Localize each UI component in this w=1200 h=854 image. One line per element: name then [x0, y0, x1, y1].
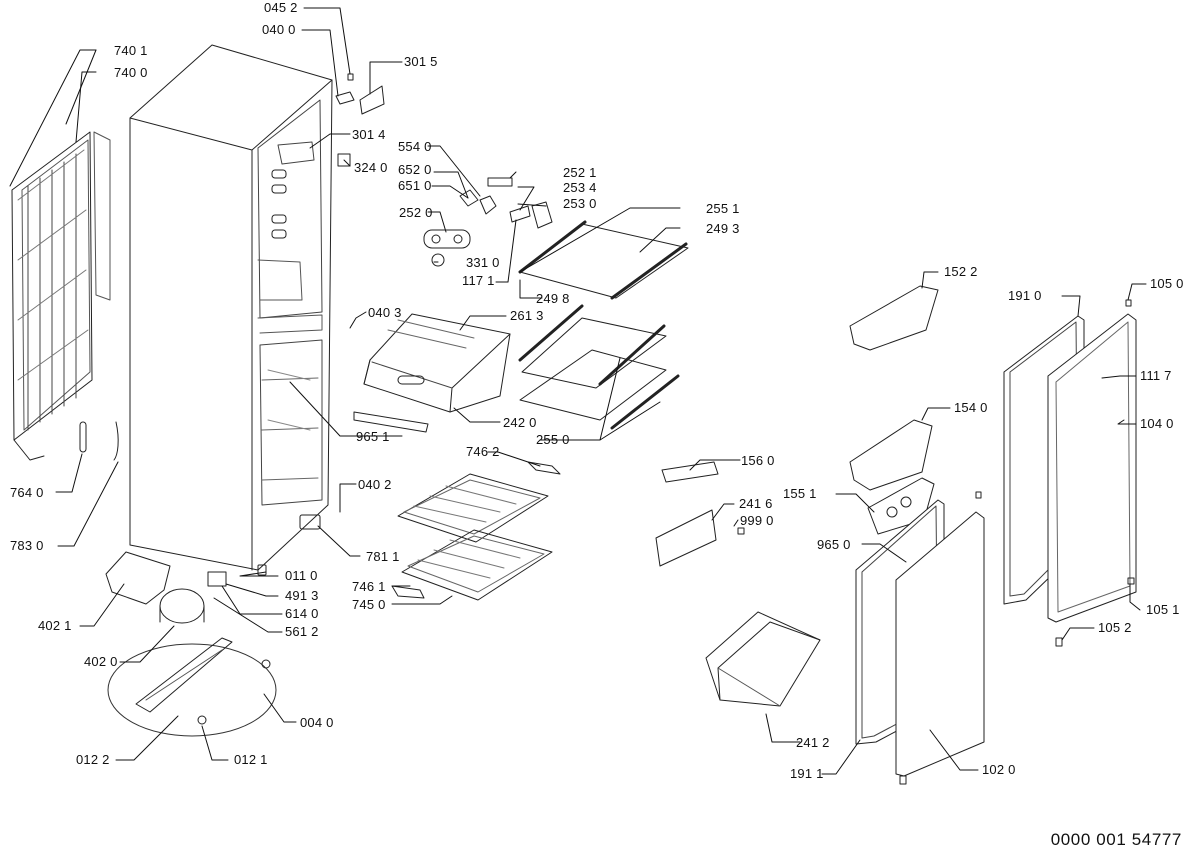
wire-baskets — [391, 461, 561, 601]
coil-clip-part — [79, 421, 119, 461]
door-bins — [849, 285, 939, 535]
callout-104-0: 104 0 — [1140, 416, 1174, 431]
callout-999-0: 999 0 — [740, 513, 774, 528]
callout-746-1: 746 1 — [352, 579, 386, 594]
upper-glass-shelf — [518, 220, 689, 300]
mounting-plate-group — [107, 637, 277, 737]
callout-554-0: 554 0 — [398, 139, 432, 154]
leader-lines — [9, 7, 1147, 775]
callout-255-0: 255 0 — [536, 432, 570, 447]
callout-252-1: 252 1 — [563, 165, 597, 180]
callout-740-1: 740 1 — [114, 43, 148, 58]
callout-402-0: 402 0 — [84, 654, 118, 669]
callout-191-1: 191 1 — [790, 766, 824, 781]
callout-105-0: 105 0 — [1150, 276, 1184, 291]
callout-156-0: 156 0 — [741, 453, 775, 468]
lower-door — [855, 499, 985, 777]
callout-040-2: 040 2 — [358, 477, 392, 492]
callout-154-0: 154 0 — [954, 400, 988, 415]
callout-781-1: 781 1 — [366, 549, 400, 564]
callout-745-0: 745 0 — [352, 597, 386, 612]
upper-door — [1003, 313, 1137, 623]
callout-045-2: 045 2 — [264, 0, 298, 15]
callout-965-1: 965 1 — [356, 429, 390, 444]
callout-040-0: 040 0 — [262, 22, 296, 37]
callout-740-0: 740 0 — [114, 65, 148, 80]
condenser-coil — [11, 131, 111, 461]
callout-301-5: 301 5 — [404, 54, 438, 69]
cabinet — [129, 44, 333, 576]
callout-253-0: 253 0 — [563, 196, 597, 211]
callout-105-1: 105 1 — [1146, 602, 1180, 617]
freezer-drawer — [353, 313, 511, 433]
callout-324-0: 324 0 — [354, 160, 388, 175]
top-hinge-parts — [335, 73, 385, 167]
callout-152-2: 152 2 — [944, 264, 978, 279]
compressor-group — [105, 551, 227, 624]
callout-651-0: 651 0 — [398, 178, 432, 193]
callout-155-1: 155 1 — [783, 486, 817, 501]
callout-261-3: 261 3 — [510, 308, 544, 323]
callout-105-2: 105 2 — [1098, 620, 1132, 635]
callout-040-3: 040 3 — [368, 305, 402, 320]
callout-191-0: 191 0 — [1008, 288, 1042, 303]
callout-561-2: 561 2 — [285, 624, 319, 639]
small-parts — [899, 299, 1135, 785]
callout-746-2: 746 2 — [466, 444, 500, 459]
accessories — [655, 461, 745, 567]
callout-252-0: 252 0 — [399, 205, 433, 220]
thermostat-group — [423, 177, 553, 267]
callout-111-7: 111 7 — [1140, 368, 1172, 383]
callout-004-0: 004 0 — [300, 715, 334, 730]
callout-102-0: 102 0 — [982, 762, 1016, 777]
callout-249-8: 249 8 — [536, 291, 570, 306]
crisper-drawer — [705, 611, 821, 707]
callout-241-6: 241 6 — [739, 496, 773, 511]
callout-117-1: 117 1 — [462, 273, 495, 288]
document-number: 0000 001 54777 — [1050, 830, 1182, 849]
callout-012-2: 012 2 — [76, 752, 110, 767]
callout-402-1: 402 1 — [38, 618, 72, 633]
callout-491-3: 491 3 — [285, 588, 319, 603]
callout-614-0: 614 0 — [285, 606, 319, 621]
callout-652-0: 652 0 — [398, 162, 432, 177]
callout-764-0: 764 0 — [10, 485, 44, 500]
callout-783-0: 783 0 — [10, 538, 44, 553]
callout-249-3: 249 3 — [706, 221, 740, 236]
lower-glass-shelf — [518, 304, 680, 430]
callout-011-0: 011 0 — [285, 568, 318, 583]
callout-301-4: 301 4 — [352, 127, 386, 142]
callout-242-0: 242 0 — [503, 415, 537, 430]
callout-331-0: 331 0 — [466, 255, 500, 270]
callout-255-1: 255 1 — [706, 201, 740, 216]
callout-253-4: 253 4 — [563, 180, 597, 195]
callout-012-1: 012 1 — [234, 752, 268, 767]
callout-965-0: 965 0 — [817, 537, 851, 552]
callout-241-2: 241 2 — [796, 735, 830, 750]
